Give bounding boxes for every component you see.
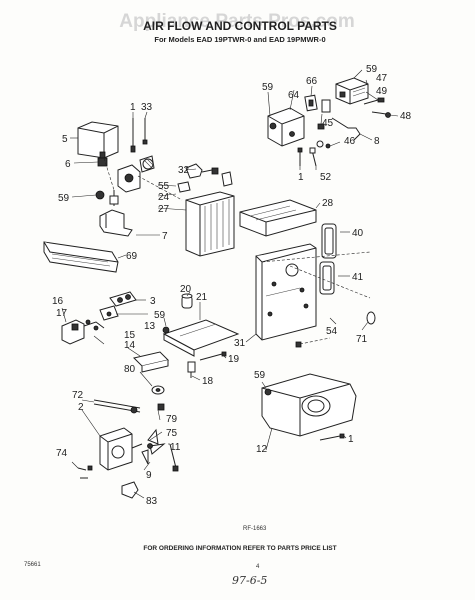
callout-1-right: 1	[298, 172, 304, 183]
part-grille	[43, 241, 119, 273]
callout-14: 14	[124, 340, 136, 351]
callout-52: 52	[320, 172, 332, 183]
callout-27: 27	[158, 204, 170, 215]
callout-24: 24	[158, 192, 170, 203]
part-socket-18	[187, 361, 196, 378]
callout-21: 21	[196, 292, 208, 303]
callout-59-top: 59	[366, 64, 378, 75]
callout-5: 5	[62, 134, 68, 145]
part-light-shield-21	[162, 319, 240, 357]
diagram-subtitle: For Models EAD 19PTWR-0 and EAD 19PMWR-0	[154, 35, 325, 44]
callout-15: 15	[124, 330, 136, 341]
callout-8: 8	[374, 136, 380, 147]
callout-59-upper-right: 59	[262, 82, 274, 93]
part-thermostat-16	[61, 319, 105, 345]
part-cap-80	[151, 385, 165, 395]
callout-49: 49	[376, 86, 388, 97]
part-seal-41	[319, 261, 335, 295]
figure-code: RF-1663	[243, 526, 267, 532]
part-seal-40	[321, 223, 337, 259]
part-fan-shroud-12	[261, 373, 357, 441]
callout-59-lower: 59	[254, 370, 266, 381]
ordering-note: FOR ORDERING INFORMATION REFER TO PARTS …	[143, 545, 336, 552]
callout-1-lower: 1	[348, 434, 354, 445]
callout-48: 48	[400, 111, 412, 122]
callout-19: 19	[228, 354, 240, 365]
callout-54: 54	[326, 326, 338, 337]
callout-83: 83	[146, 496, 158, 507]
part-fan-blade-9	[141, 428, 166, 465]
part-bracket-83	[121, 481, 139, 499]
callout-7: 7	[162, 231, 168, 242]
callout-59-left: 59	[58, 193, 70, 204]
callout-6: 6	[65, 159, 71, 170]
part-control-box	[77, 121, 119, 159]
part-sensor-32	[177, 163, 233, 193]
callout-79: 79	[166, 414, 178, 425]
part-bracket-7	[99, 209, 133, 237]
callout-66: 66	[306, 76, 318, 87]
part-screw-74	[77, 465, 93, 479]
callout-labels: 1 33 5 6 59 55 24 27 7 69 32 28 59 64 66…	[52, 64, 412, 507]
part-switch-assembly	[335, 77, 391, 118]
callout-72: 72	[72, 390, 84, 401]
callout-75: 75	[166, 428, 178, 439]
leader-lines	[61, 69, 399, 499]
part-screw-11	[169, 443, 179, 472]
part-air-duct	[239, 199, 317, 237]
callout-1-upper: 1	[130, 102, 136, 113]
alignment-lines	[103, 157, 371, 345]
callout-31: 31	[234, 338, 246, 349]
part-screw-59-mid	[162, 326, 170, 334]
callout-18: 18	[202, 376, 214, 387]
part-screw-59-left	[95, 190, 105, 200]
callout-32: 32	[178, 165, 190, 176]
callout-59-mid: 59	[154, 310, 166, 321]
callout-2: 2	[78, 402, 84, 413]
diagram-title: AIR FLOW AND CONTROL PARTS	[143, 19, 337, 33]
callout-20: 20	[180, 284, 192, 295]
callout-33: 33	[141, 102, 153, 113]
part-nut	[97, 157, 108, 167]
part-knob-20	[181, 293, 193, 309]
part-evaporator-cover	[185, 191, 235, 257]
callout-3: 3	[150, 296, 156, 307]
callout-64: 64	[288, 90, 300, 101]
callout-47: 47	[376, 73, 388, 84]
callout-40: 40	[352, 228, 364, 239]
part-light-15	[133, 351, 169, 373]
callout-12: 12	[256, 444, 268, 455]
callout-28: 28	[322, 198, 334, 209]
watermark: Appliance Parts Pros.com	[119, 11, 354, 32]
callout-45: 45	[322, 118, 334, 129]
document-code: 75661	[24, 562, 41, 568]
callout-13: 13	[144, 321, 156, 332]
callout-11: 11	[170, 442, 181, 453]
callout-80: 80	[124, 364, 136, 375]
part-screws-upper	[130, 118, 148, 153]
callout-16: 16	[52, 296, 64, 307]
part-small-hardware-right	[297, 117, 361, 167]
handwritten-note: 97-6-5	[232, 574, 267, 587]
callout-17: 17	[56, 308, 68, 319]
callout-55: 55	[158, 181, 170, 192]
part-fan-motor-2	[99, 427, 143, 471]
callout-41: 41	[352, 272, 364, 283]
callout-74: 74	[56, 448, 68, 459]
callout-9: 9	[146, 470, 152, 481]
part-rear-panel	[255, 243, 317, 348]
part-damper-control	[267, 94, 331, 147]
part-bracket-3	[99, 291, 137, 321]
page-number: 4	[256, 564, 260, 570]
callout-69: 69	[126, 251, 138, 262]
callout-71: 71	[356, 334, 368, 345]
part-screw-19	[199, 351, 227, 361]
callout-46: 46	[344, 136, 356, 147]
part-motor-bracket-72	[93, 399, 165, 414]
part-damper-motor	[109, 155, 155, 206]
part-clip-71	[366, 311, 376, 325]
